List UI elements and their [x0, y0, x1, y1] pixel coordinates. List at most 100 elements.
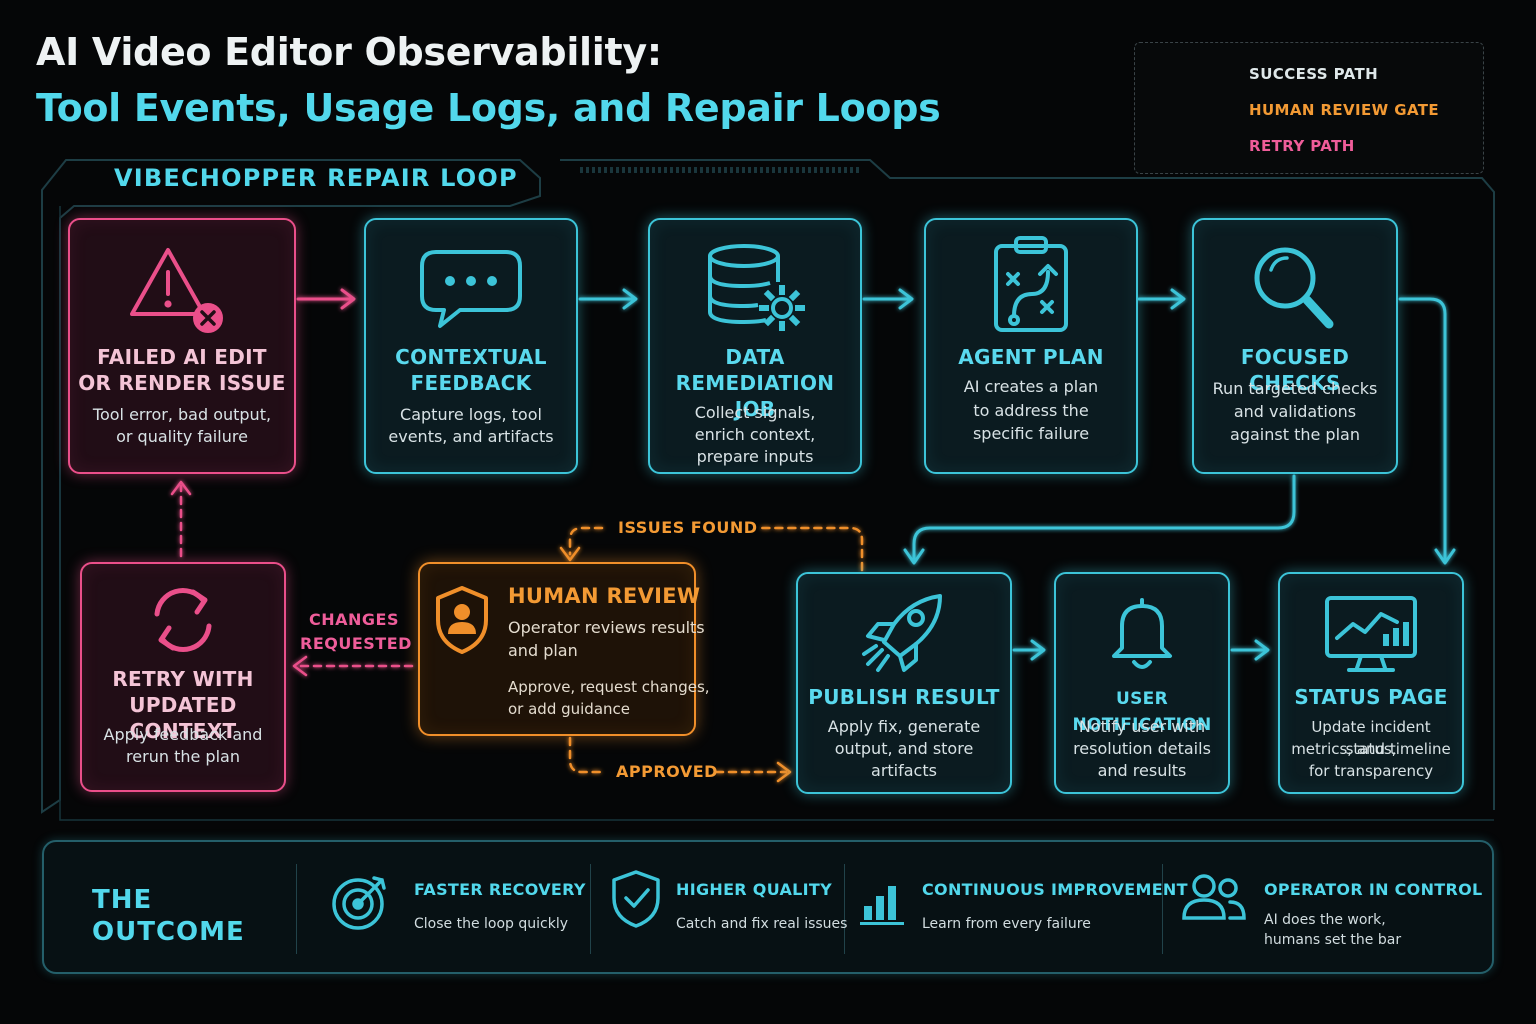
arrow-failed-feedback: [296, 288, 356, 310]
arrow-checks-status: [1398, 297, 1456, 565]
loop-frame-top: [560, 159, 1495, 810]
node-contextual-feedback[interactable]: CONTEXTUAL FEEDBACK Capture logs, tool e…: [364, 218, 578, 474]
flow-label-approved: APPROVED: [616, 762, 718, 781]
outcome-heading: THE OUTCOME: [92, 884, 245, 948]
outcome-item-title: FASTER RECOVERY: [414, 880, 586, 899]
shield-user-icon: [436, 586, 488, 654]
node-review-desc-3: Approve, request changes,: [508, 678, 710, 696]
node-retry-context[interactable]: RETRY WITH UPDATED CONTEXT Apply feedbac…: [80, 562, 286, 792]
node-retry-title-2: UPDATED CONTEXT: [129, 693, 237, 743]
node-retry-title-1: RETRY WITH: [112, 667, 254, 691]
legend-retry-label: RETRY PATH: [1249, 137, 1355, 155]
users-icon: [1182, 874, 1246, 920]
node-retry-desc-1: Apply feedback and: [103, 725, 263, 744]
flow-label-changes-2: REQUESTED: [300, 634, 412, 653]
node-feedback-desc-1: Capture logs, tool: [400, 405, 542, 424]
outcome-item-desc: humans set the bar: [1264, 932, 1402, 948]
arrow-review-retry-head: [292, 655, 308, 677]
arrow-checks-publish: [903, 474, 1296, 565]
outcome-heading-1: THE: [92, 885, 153, 915]
node-status-title: STATUS PAGE: [1294, 685, 1448, 709]
node-agent-plan[interactable]: AGENT PLAN AI creates a plan to address …: [924, 218, 1138, 474]
rocket-icon: [862, 594, 942, 672]
bell-icon: [1112, 598, 1172, 669]
outcome-divider: [590, 864, 591, 954]
node-review-desc-4: or add guidance: [508, 700, 631, 718]
flow-label-changes-1: CHANGES: [309, 610, 399, 629]
flow-label-issues-found: ISSUES FOUND: [618, 518, 758, 537]
node-notify-title: USER NOTIFICATION: [1072, 689, 1212, 735]
node-review-title: HUMAN REVIEW: [508, 584, 701, 608]
node-publish-title: PUBLISH RESULT: [808, 685, 1000, 709]
node-human-review[interactable]: HUMAN REVIEW Operator reviews results an…: [418, 562, 710, 736]
outcome-item-title: OPERATOR IN CONTROL: [1264, 880, 1483, 899]
flow-label-changes-requested: CHANGES REQUESTED: [300, 608, 412, 656]
arrow-issues-found: [568, 526, 864, 572]
clipboard-strategy-icon: [994, 236, 1068, 332]
arrow-feedback-remediation: [578, 288, 638, 310]
arrow-approved: [568, 736, 788, 774]
node-notify-desc-1: Notify user with: [1078, 717, 1206, 736]
page-title-line1: AI Video Editor Observability:: [36, 30, 662, 74]
arrow-publish-notify: [1012, 639, 1046, 661]
node-remediation-title-1: DATA: [725, 345, 785, 369]
node-publish-result[interactable]: PUBLISH RESULT Apply fix, generate outpu…: [796, 572, 1012, 794]
node-notify-desc-3: and results: [1097, 761, 1187, 780]
node-publish-desc-1: Apply fix, generate: [827, 717, 981, 736]
node-remediation-title-2: REMEDIATION JOB: [675, 371, 835, 421]
outcome-item-desc: Learn from every failure: [922, 916, 1091, 932]
node-feedback-title-2: FEEDBACK: [410, 371, 532, 395]
node-publish-desc-3: artifacts: [871, 761, 937, 780]
warning-icon: [130, 248, 223, 333]
outcome-item-title: CONTINUOUS IMPROVEMENT: [922, 880, 1188, 899]
node-notify-desc-2: resolution details: [1073, 739, 1211, 758]
target-icon: [332, 876, 386, 930]
legend-success-label: SUCCESS PATH: [1249, 65, 1379, 83]
node-review-desc-2: and plan: [508, 641, 578, 660]
outcome-item-desc: AI does the work,: [1264, 912, 1386, 928]
node-plan-desc-2: to address the: [973, 401, 1089, 420]
loop-frame-inner: [59, 206, 1494, 821]
refresh-icon: [154, 588, 212, 652]
arrow-plan-checks: [1137, 288, 1186, 310]
node-status-desc-2: metrics, and timeline: [1291, 740, 1451, 758]
node-checks-desc-2: and validations: [1233, 402, 1357, 421]
chat-bubble-icon: [420, 250, 522, 328]
monitor-chart-icon: [1325, 596, 1417, 672]
node-data-remediation[interactable]: DATA REMEDIATION JOB Collect signals, en…: [648, 218, 862, 474]
outcome-panel: THE OUTCOME FASTER RECOVERY Close the lo…: [42, 840, 1494, 974]
node-plan-desc-1: AI creates a plan: [963, 377, 1099, 396]
node-retry-desc-2: rerun the plan: [126, 747, 240, 766]
outcome-divider: [844, 864, 845, 954]
outcome-divider: [296, 864, 297, 954]
node-status-desc-3: for transparency: [1308, 762, 1434, 780]
node-plan-title: AGENT PLAN: [958, 345, 1104, 369]
node-failed-desc-2: or quality failure: [116, 427, 248, 446]
node-user-notification[interactable]: USER NOTIFICATION Notify user with resol…: [1054, 572, 1230, 794]
node-failed-edit[interactable]: FAILED AI EDIT OR RENDER ISSUE Tool erro…: [68, 218, 296, 474]
legend-review-label: HUMAN REVIEW GATE: [1249, 101, 1440, 119]
arrow-remediation-plan: [862, 288, 914, 310]
arrow-issues-found-head: [559, 546, 581, 562]
node-plan-desc-3: specific failure: [972, 424, 1090, 443]
section-label: VIBECHOPPER REPAIR LOOP: [114, 164, 518, 192]
node-feedback-desc-2: events, and artifacts: [388, 427, 554, 446]
node-failed-desc-1: Tool error, bad output,: [92, 405, 272, 424]
loop-frame: [41, 159, 541, 814]
shield-check-icon: [612, 870, 660, 928]
arrow-approved-head: [776, 761, 792, 783]
node-focused-checks[interactable]: FOCUSED CHECKS Run targeted checks and v…: [1192, 218, 1398, 474]
legend: SUCCESS PATH HUMAN REVIEW GATE RETRY PAT…: [1134, 42, 1484, 174]
bar-chart-icon: [860, 886, 904, 925]
node-status-desc-1: Update incident status,: [1311, 718, 1431, 758]
node-failed-title-2: OR RENDER ISSUE: [78, 371, 286, 395]
node-status-page[interactable]: STATUS PAGE Update incident status, metr…: [1278, 572, 1464, 794]
node-checks-desc-3: against the plan: [1230, 425, 1360, 444]
page-title-line2: Tool Events, Usage Logs, and Repair Loop…: [36, 86, 941, 130]
database-gear-icon: [708, 244, 805, 331]
node-checks-title: FOCUSED CHECKS: [1240, 345, 1350, 395]
outcome-heading-2: OUTCOME: [92, 917, 245, 947]
arrow-retry-failed-head: [170, 480, 192, 496]
outcome-divider: [1162, 864, 1163, 954]
